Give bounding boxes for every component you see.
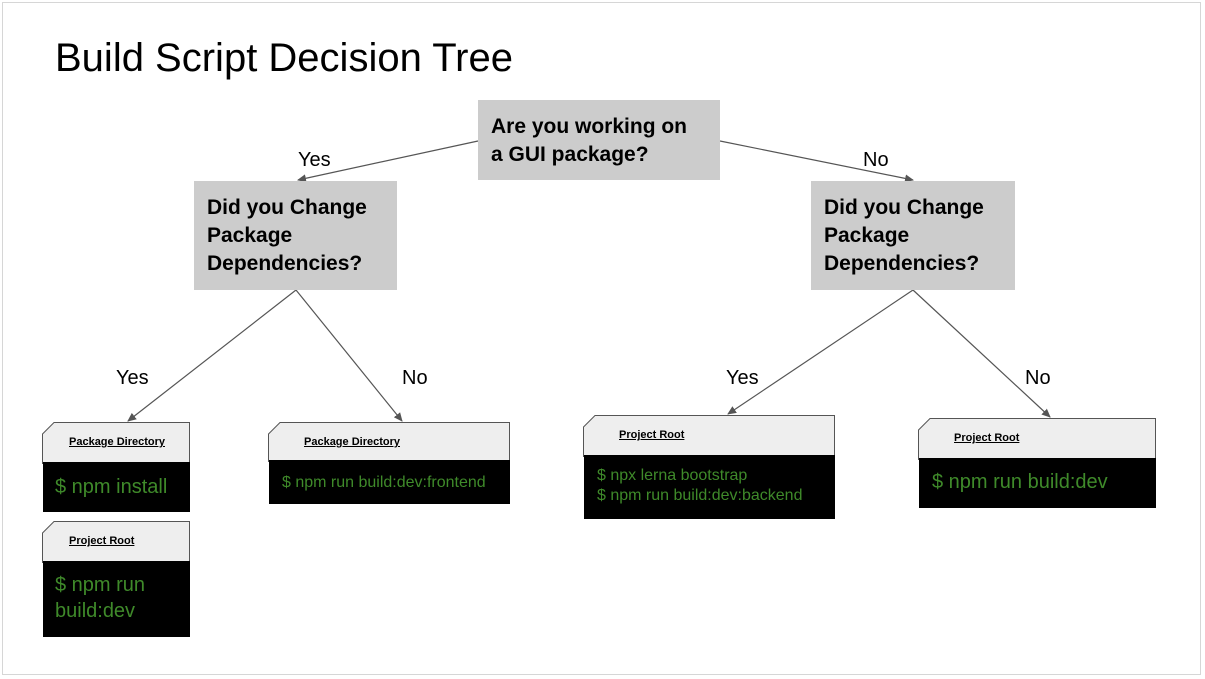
card-location-label: Package Directory (69, 436, 165, 448)
edge-right-yes (727, 289, 914, 415)
card-nongui-deps: Project Root $ npx lerna bootstrap $ npm… (583, 415, 835, 519)
edge-label-right-no: No (1025, 367, 1051, 389)
edge-label-left-yes: Yes (116, 367, 149, 389)
card-tab-shape (42, 521, 190, 563)
card-command-text: $ npx lerna bootstrap $ npm run build:de… (584, 455, 835, 519)
card-command-text: $ npm install (43, 462, 190, 512)
card-command-text: $ npm run build:dev (919, 458, 1156, 508)
edge-label-right-yes: Yes (726, 367, 759, 389)
card-location-label: Package Directory (304, 436, 400, 448)
right-question-text: Did you Change Package Dependencies? (824, 196, 984, 275)
edge-label-root-no: No (863, 149, 889, 171)
card-command-text: $ npm run build:dev:frontend (269, 460, 510, 504)
edge-left-no (295, 289, 403, 422)
card-gui-deps-install: Package Directory $ npm install (42, 422, 190, 512)
root-question-box: Are you working on a GUI package? (478, 100, 720, 180)
edge-root-no (719, 140, 914, 183)
card-tab-shape (918, 418, 1156, 460)
card-location-label: Project Root (69, 535, 135, 547)
diagram-title: Build Script Decision Tree (55, 36, 513, 80)
left-question-box: Did you Change Package Dependencies? (194, 181, 397, 290)
edge-root-yes (297, 140, 479, 183)
edge-label-left-no: No (402, 367, 428, 389)
right-question-box: Did you Change Package Dependencies? (811, 181, 1015, 290)
edge-right-no (912, 289, 1051, 418)
card-location-label: Project Root (954, 432, 1020, 444)
edge-label-root-yes: Yes (298, 149, 331, 171)
card-tab-shape (583, 415, 835, 457)
left-question-text: Did you Change Package Dependencies? (207, 196, 367, 275)
card-nongui-nodeps: Project Root $ npm run build:dev (918, 418, 1156, 508)
card-tab-shape (268, 422, 510, 462)
card-location-label: Project Root (619, 429, 685, 441)
edge-left-yes (127, 289, 297, 422)
card-tab-shape (42, 422, 190, 464)
card-command-text: $ npm run build:dev (43, 561, 190, 637)
root-question-text: Are you working on a GUI package? (491, 115, 688, 166)
card-gui-nodeps: Package Directory $ npm run build:dev:fr… (268, 422, 510, 504)
card-gui-deps-build: Project Root $ npm run build:dev (42, 521, 190, 637)
